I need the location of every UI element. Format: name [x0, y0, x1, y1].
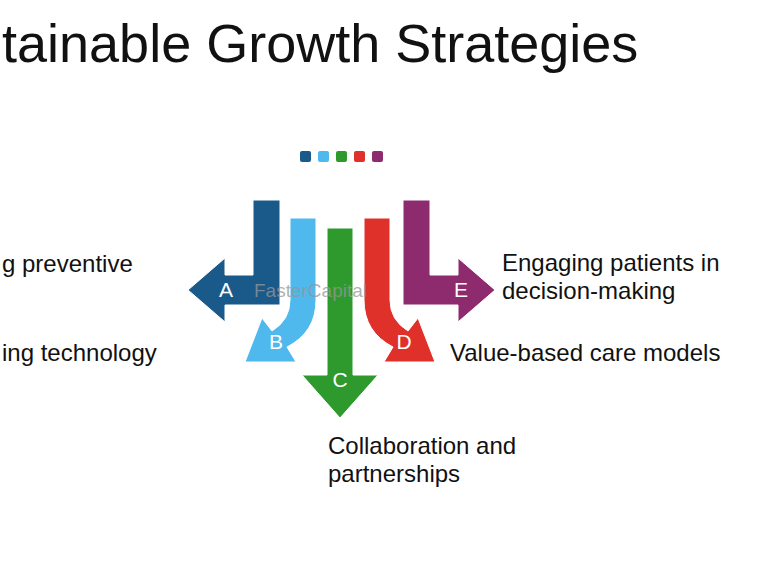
- arrow-letter: E: [454, 278, 468, 302]
- arrow-shape: E: [398, 196, 500, 328]
- strategy-label: g preventive: [2, 250, 133, 278]
- arrow-letter: B: [269, 330, 283, 354]
- arrow-shape: C: [298, 224, 382, 422]
- arrow-body: [364, 218, 435, 362]
- arrow-outline: [298, 224, 382, 422]
- arrow-letter: C: [332, 368, 347, 392]
- arrow-letter: A: [219, 278, 233, 302]
- arrow-outline: [398, 196, 500, 328]
- arrow-body: [302, 228, 378, 418]
- watermark: FasterCapital: [254, 280, 367, 302]
- arrow-body: [188, 200, 280, 322]
- arrow-letter: D: [396, 330, 411, 354]
- arrow-shape: A: [180, 196, 290, 328]
- arrow-outline: [180, 196, 290, 328]
- strategy-label: Collaboration and partnerships: [328, 432, 553, 487]
- title: tainable Growth Strategies: [2, 12, 638, 74]
- strategy-label: Engaging patients in decision-making: [502, 249, 764, 304]
- strategy-label: ing technology: [2, 339, 157, 367]
- arrow-body: [403, 200, 495, 322]
- arrow-shape: D: [358, 214, 440, 366]
- strategy-label: Value-based care models: [450, 339, 720, 367]
